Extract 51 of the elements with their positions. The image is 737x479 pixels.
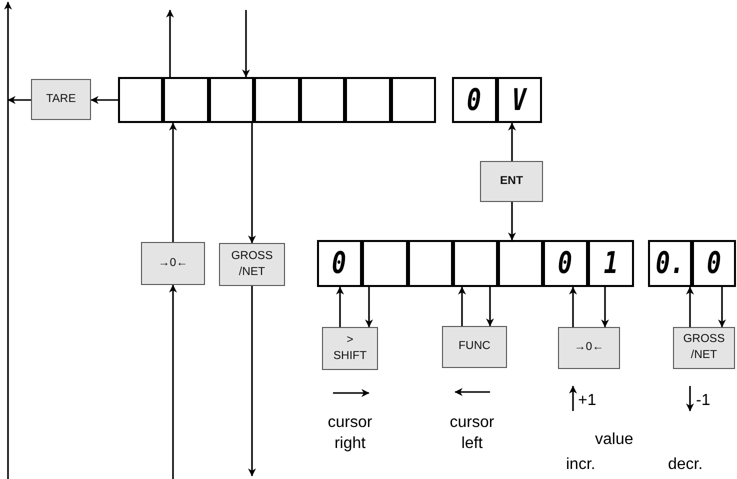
arrow [718,287,726,328]
digit-display-cell: 0. [648,240,692,287]
display-cell [408,240,453,287]
arrow [169,284,177,479]
caption-text: value [595,430,634,450]
digit-display-cell: 0 [692,240,736,287]
arrow [336,286,344,327]
arrow [458,286,466,326]
arrow [248,123,256,244]
caption-text: -1 [696,391,710,411]
key-button: > SHIFT [322,327,378,370]
arrow [486,287,494,326]
arrow [8,96,31,104]
arrow [601,287,609,328]
digit-display-cell: V [497,77,542,123]
digit-display-cell: 0 [452,77,497,123]
display-cell [208,77,254,123]
arrow [508,202,516,240]
arrow [166,10,174,77]
key-button: →0← [141,242,205,285]
arrow [365,287,373,328]
display-cell [362,240,408,287]
display-cell [118,77,164,123]
key-button: FUNC [442,326,507,368]
display-cell [345,77,391,123]
key-button: GROSS /NET [219,243,285,286]
arrow [686,286,694,327]
caption-text: decr. [668,455,703,475]
key-button: ENT [480,161,543,202]
caption-text: +1 [578,391,596,411]
display-cell [453,240,498,287]
arrow [508,122,516,161]
digit-display-cell: 0 [317,240,362,287]
display-cell [163,77,209,123]
caption-text: cursor left [448,413,496,454]
caption-text: cursor right [326,413,374,454]
digit-display-cell: 1 [588,240,634,287]
key-button: TARE [31,79,91,120]
arrow [90,96,118,104]
display-cell [390,77,436,123]
display-cell [254,77,300,123]
key-button: GROSS /NET [673,327,735,369]
arrow [169,122,177,242]
arrow [242,10,250,78]
arrow [248,286,256,476]
digit-display-cell: 0 [543,240,588,287]
display-cell [498,240,543,287]
display-cell [300,77,346,123]
key-button: →0← [558,327,620,369]
arrow [569,286,577,327]
caption-text: incr. [566,455,596,475]
